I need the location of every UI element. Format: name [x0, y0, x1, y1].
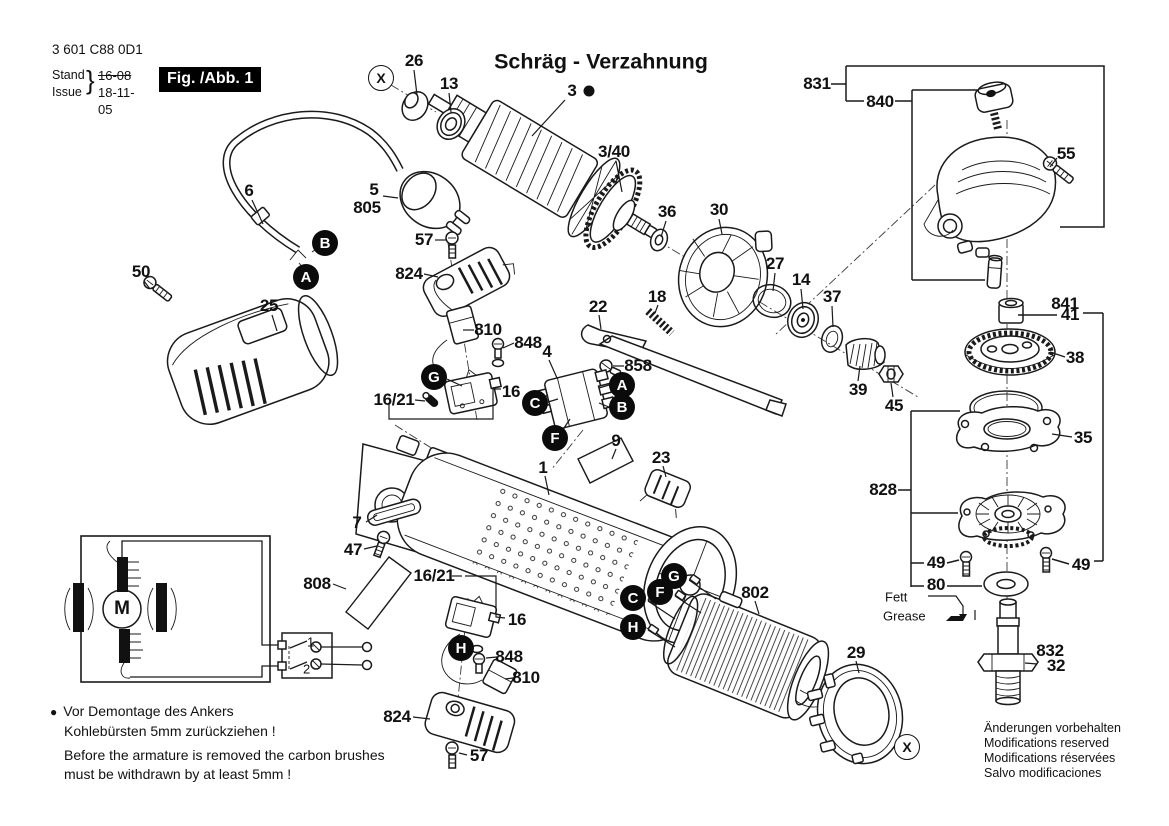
connector-badge-A: A: [293, 264, 319, 290]
part-label-14: 14: [791, 270, 811, 289]
part-label-35: 35: [1073, 428, 1093, 447]
part-label-32: 32: [1046, 656, 1066, 675]
footer-line-es: Salvo modificaciones: [984, 766, 1102, 780]
service-notes: ● Vor Demontage des Ankers Kohlebürsten 5…: [50, 702, 385, 784]
part-label-5: 5: [369, 180, 379, 199]
part-label-841: 841: [1051, 294, 1079, 313]
motor-symbol-label: M: [114, 598, 130, 619]
part-number: 3 601 C88 0D1: [52, 42, 143, 57]
note-en-line2: must be withdrawn by at least 5mm !: [64, 766, 292, 782]
part-label-30: 30: [709, 200, 729, 219]
part-label-13: 13: [439, 74, 459, 93]
stand-label: Stand: [52, 68, 85, 82]
connector-badge-F: F: [542, 425, 568, 451]
drawing-header: 3 601 C88 0D1 Stand Issue } 16-08 18-11-…: [52, 42, 143, 117]
part-label-831: 831: [803, 74, 831, 93]
issue-label: Issue: [52, 85, 82, 99]
note-bullet-icon: ●: [50, 705, 58, 719]
part-label-848: 848: [495, 647, 523, 666]
connector-badge-H: H: [448, 635, 474, 661]
circled-mark-X: X: [368, 65, 394, 91]
part-label-858: 858: [624, 356, 652, 375]
part-label-29: 29: [846, 643, 866, 662]
part-label-38: 38: [1065, 348, 1085, 367]
issue-value: 18-11-05: [98, 85, 135, 117]
part-label-3: 3: [567, 81, 577, 100]
stand-value-old: 16-08: [98, 68, 132, 83]
part-label-45: 45: [884, 396, 904, 415]
part-label-27: 27: [765, 254, 785, 273]
grease-label-Fett: Fett: [885, 589, 908, 605]
part-label-840: 840: [866, 92, 894, 111]
modifications-footer: Änderungen vorbehalten Modifications res…: [984, 721, 1121, 781]
part-label-57: 57: [414, 230, 434, 249]
footer-line-de: Änderungen vorbehalten: [984, 721, 1121, 735]
connector-badge-H: H: [620, 614, 646, 640]
part-label-22: 22: [588, 297, 608, 316]
connector-badge-F: F: [647, 579, 673, 605]
part-label-55: 55: [1056, 144, 1076, 163]
part-label-50: 50: [131, 262, 151, 281]
reference-dot: [583, 85, 595, 97]
part-label-25: 25: [259, 296, 279, 315]
part-label-57: 57: [469, 746, 489, 765]
part-label-810: 810: [512, 668, 540, 687]
part-label-1: 1: [538, 458, 548, 477]
note-de-line2: Kohlebürsten 5mm zurückziehen !: [64, 723, 276, 739]
diagram-title: Schräg - Verzahnung: [494, 49, 708, 74]
part-label-16-21: 16/21: [413, 566, 455, 585]
terminal-label-2: 2: [303, 661, 311, 677]
part-label-23: 23: [651, 448, 671, 467]
part-label-26: 26: [404, 51, 424, 70]
connector-badge-B: B: [609, 394, 635, 420]
part-label-805: 805: [353, 198, 381, 217]
part-label-47: 47: [343, 540, 363, 559]
part-label-9: 9: [611, 431, 621, 450]
part-label-37: 37: [822, 287, 842, 306]
terminal-label-1: 1: [307, 634, 315, 650]
connector-badge-A: A: [609, 372, 635, 398]
part-label-4: 4: [542, 342, 552, 361]
part-label-832: 832: [1036, 641, 1064, 660]
part-label-824: 824: [395, 264, 423, 283]
part-label-802: 802: [741, 583, 769, 602]
part-label-16: 16: [507, 610, 527, 629]
footer-line-fr: Modifications réservées: [984, 751, 1116, 765]
part-label-16-21: 16/21: [373, 390, 415, 409]
part-label-16: 16: [501, 382, 521, 401]
note-de-line1: Vor Demontage des Ankers: [63, 703, 234, 719]
part-label-18: 18: [647, 287, 667, 306]
part-label-41: 41: [1060, 305, 1080, 324]
part-label-824: 824: [383, 707, 411, 726]
part-label-810: 810: [474, 320, 502, 339]
brace-glyph: }: [86, 65, 95, 95]
part-label-49: 49: [926, 553, 946, 572]
grease-label-Grease: Grease: [883, 608, 926, 624]
part-label-828: 828: [869, 480, 897, 499]
part-label-3-40: 3/40: [598, 142, 630, 161]
footer-line-en: Modifications reserved: [984, 736, 1110, 750]
connector-badge-G: G: [421, 364, 447, 390]
note-en-line1: Before the armature is removed the carbo…: [64, 747, 385, 763]
part-label-36: 36: [657, 202, 677, 221]
part-label-808: 808: [303, 574, 331, 593]
connector-badge-C: C: [620, 585, 646, 611]
part-label-80: 80: [926, 575, 946, 594]
part-label-49: 49: [1071, 555, 1091, 574]
connector-badge-B: B: [312, 230, 338, 256]
part-label-7: 7: [352, 513, 362, 532]
connector-badge-C: C: [522, 390, 548, 416]
part-label-6: 6: [244, 181, 254, 200]
circled-mark-X: X: [894, 734, 920, 760]
part-label-848: 848: [514, 333, 542, 352]
part-label-39: 39: [848, 380, 868, 399]
figure-badge: Fig. /Abb. 1: [159, 67, 262, 92]
